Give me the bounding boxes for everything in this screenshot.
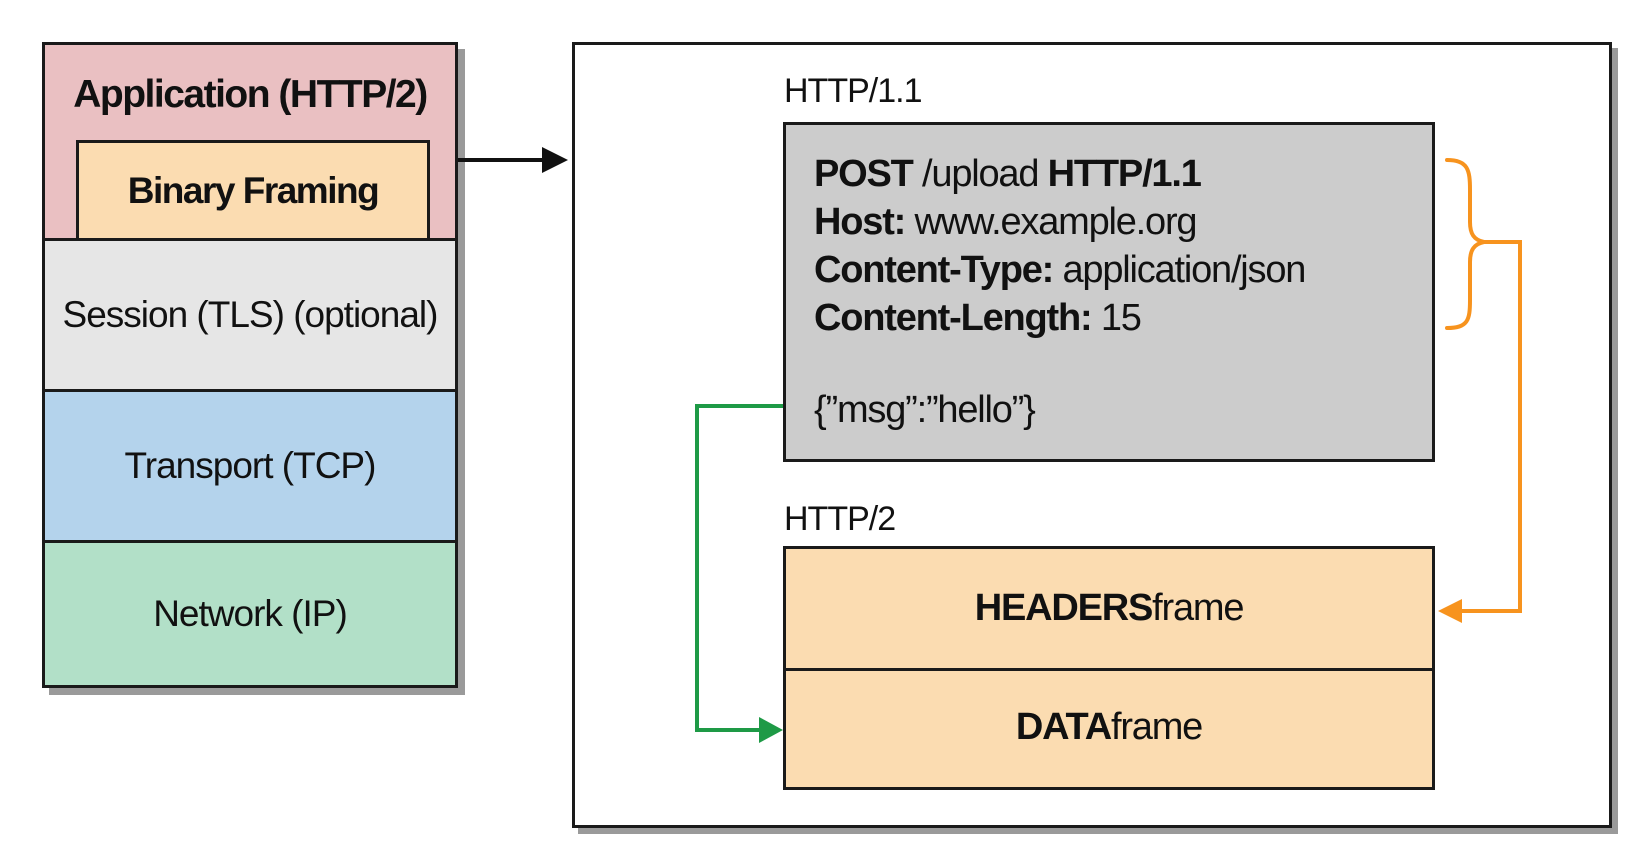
content-length-value: 15 [1091,297,1142,339]
content-type-key: Content-Type: [814,249,1054,291]
data-arrow [695,404,783,732]
host-value: www.example.org [905,201,1197,243]
host-key: Host: [814,201,906,243]
http2-caption: HTTP/2 [784,500,896,538]
headers-brace-arrow [1445,158,1522,613]
http2-frames-box: HEADERS frame DATA frame [783,546,1435,790]
headers-arrowhead [1438,599,1462,623]
headers-frame-suffix: frame [1152,587,1244,629]
request-line: POST /upload HTTP/1.1 [814,153,1202,196]
http11-request-box: POST /upload HTTP/1.1 Host: www.example.… [783,122,1435,462]
http11-caption: HTTP/1.1 [784,72,922,110]
session-layer: Session (TLS) (optional) [45,238,455,389]
data-frame: DATA frame [786,668,1432,787]
data-frame-type: DATA [1015,706,1112,748]
request-body: {”msg”:”hello”} [814,389,1036,431]
session-layer-label: Session (TLS) (optional) [62,294,439,335]
stack-to-panel-arrow [458,147,568,173]
headers-frame-type: HEADERS [974,587,1154,629]
content-length-header: Content-Length: 15 [814,297,1142,340]
protocol-stack: Application (HTTP/2) Binary Framing Sess… [42,42,458,688]
transport-layer-label: Transport (TCP) [124,445,377,486]
request-method: POST [814,153,914,195]
application-layer: Application (HTTP/2) Binary Framing [45,45,455,239]
request-path: /upload [912,153,1048,195]
content-length-key: Content-Length: [814,297,1093,339]
host-header: Host: www.example.org [814,201,1198,244]
content-type-header: Content-Type: application/json [814,249,1306,292]
network-layer: Network (IP) [45,540,455,685]
data-arrowhead [759,717,783,743]
binary-framing-layer: Binary Framing [76,140,430,239]
content-type-value: application/json [1053,249,1306,291]
transport-layer: Transport (TCP) [45,389,455,540]
network-layer-label: Network (IP) [153,593,348,634]
application-layer-label: Application (HTTP/2) [73,73,428,116]
data-frame-suffix: frame [1110,706,1203,748]
headers-frame: HEADERS frame [786,549,1432,671]
binary-framing-label: Binary Framing [127,170,380,211]
request-version: HTTP/1.1 [1047,153,1202,195]
